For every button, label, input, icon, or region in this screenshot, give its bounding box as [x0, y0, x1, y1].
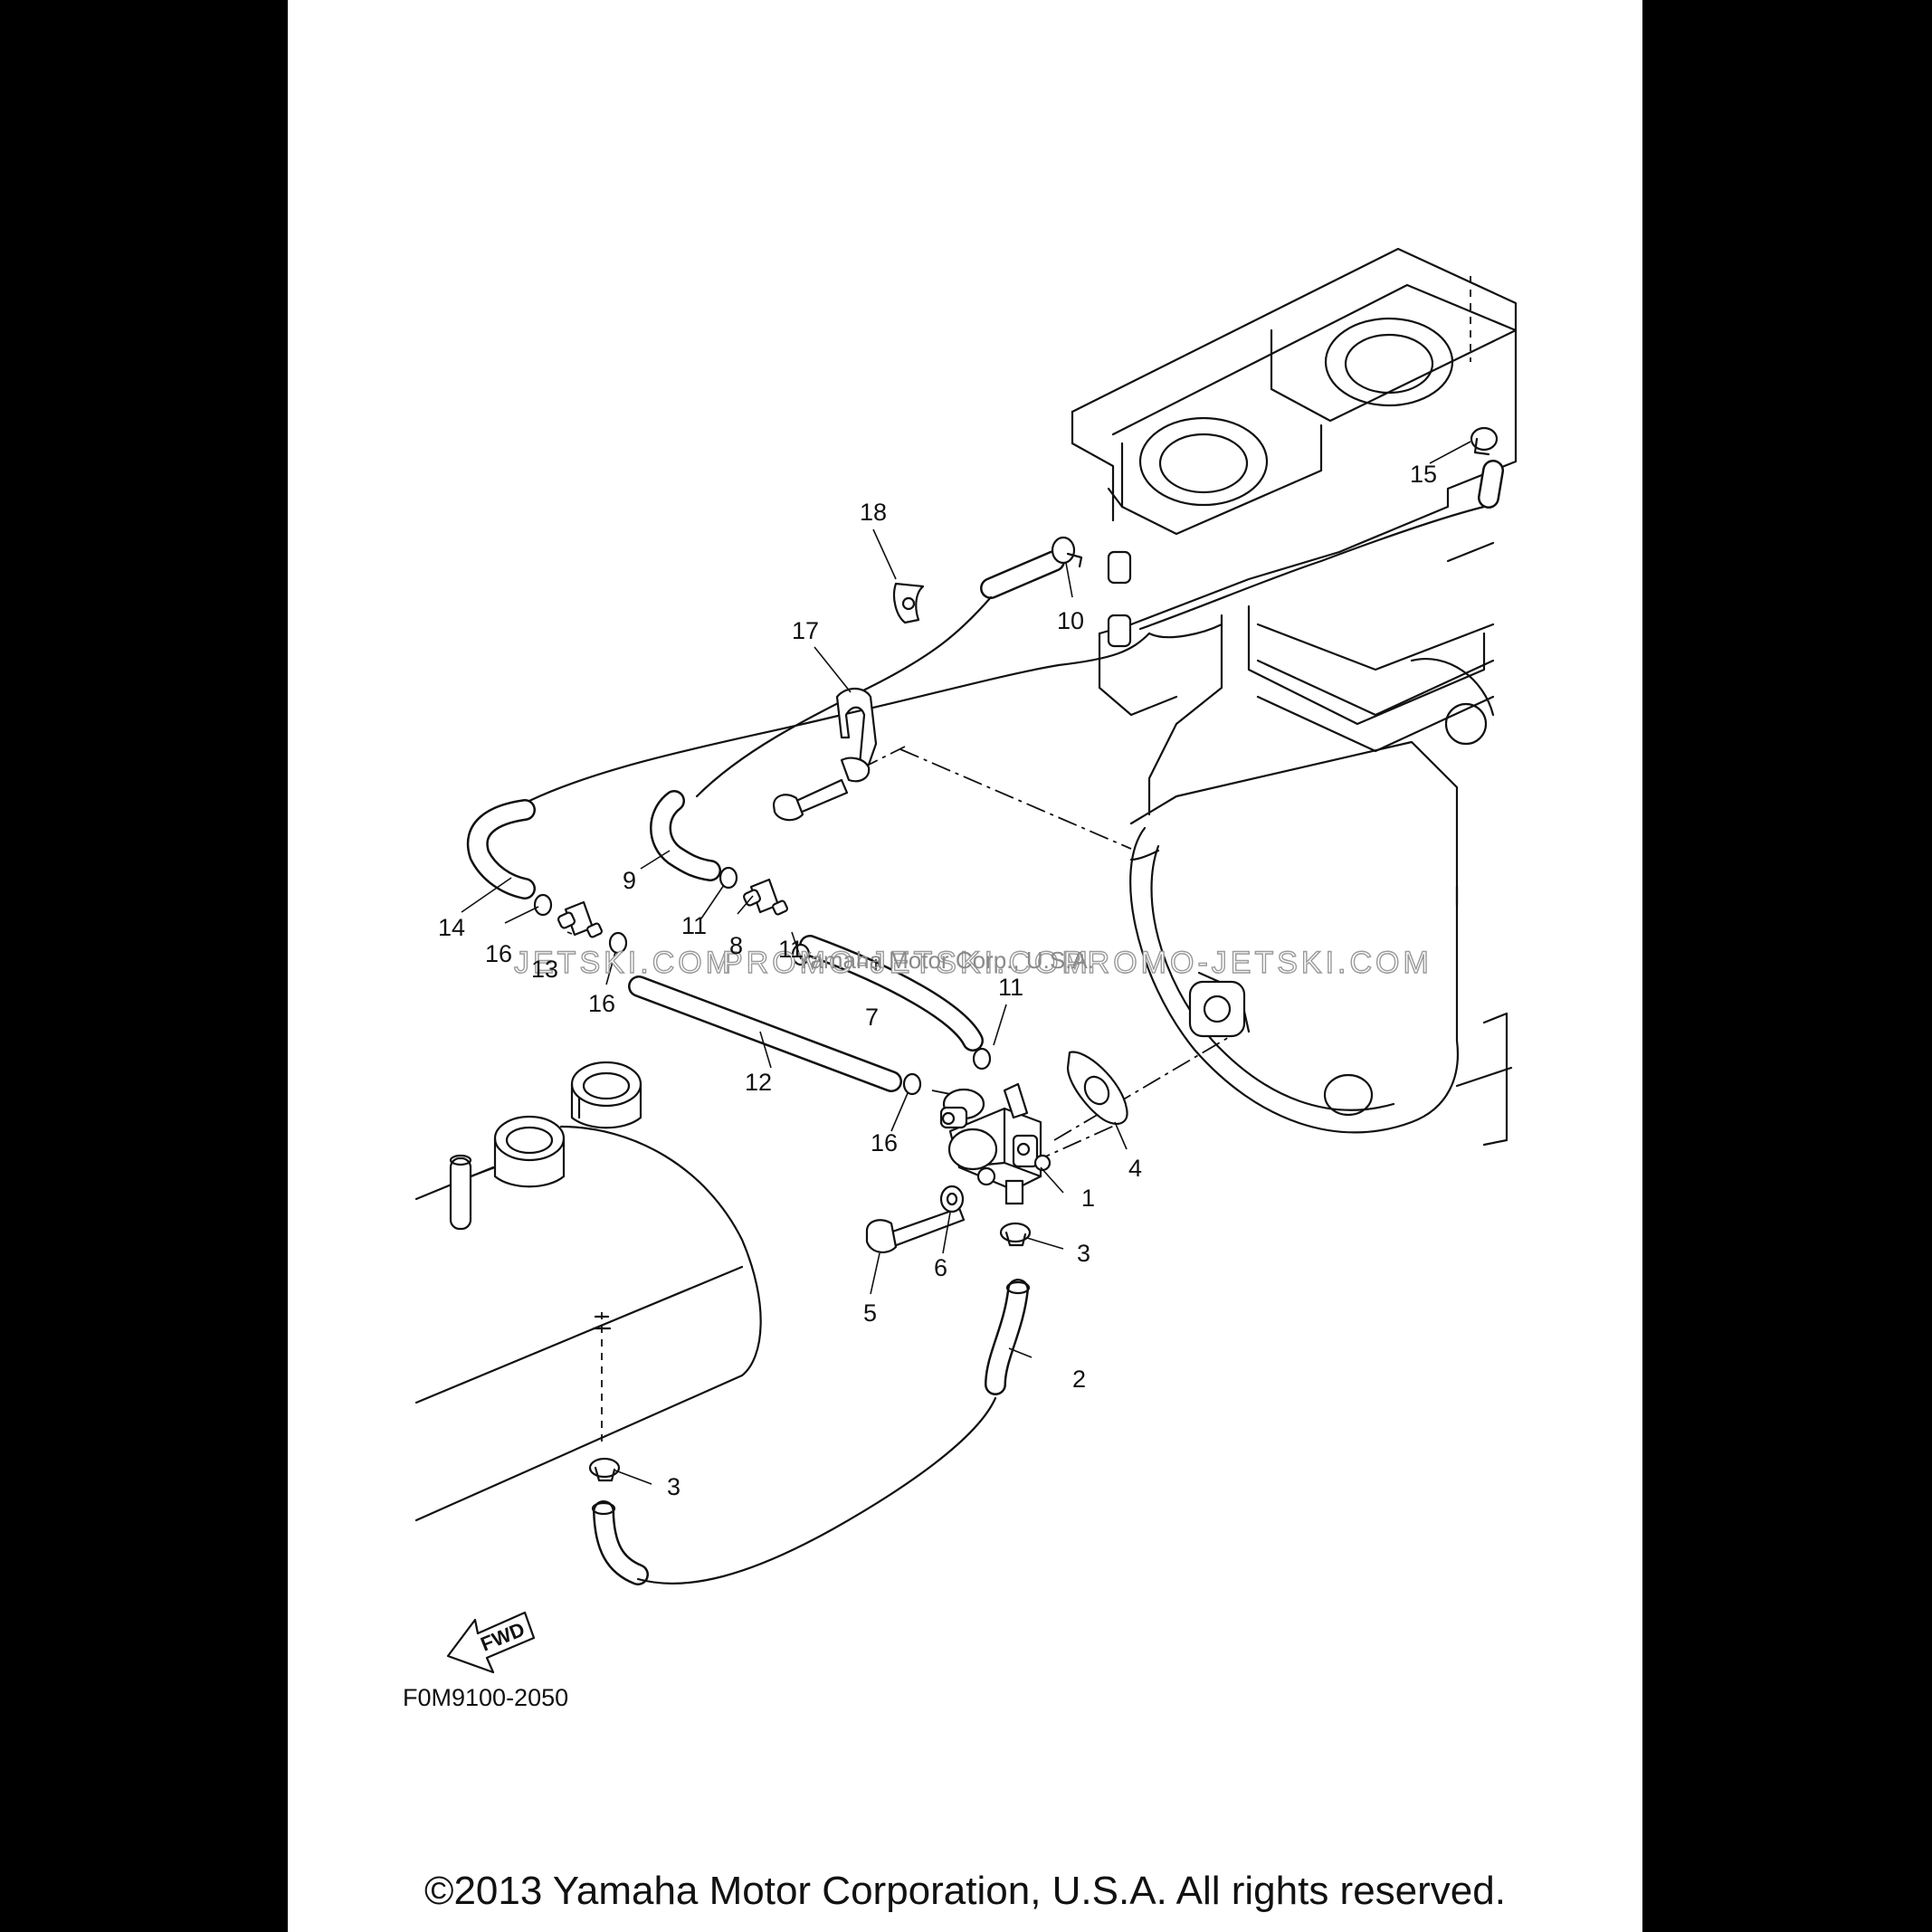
callout-11-left: 11: [681, 912, 707, 939]
hose-15: [1478, 460, 1504, 509]
hose-9: [650, 790, 721, 881]
callout-10: 10: [1057, 607, 1084, 634]
hose-2: [985, 1279, 1031, 1395]
small-parts: [533, 426, 1499, 1482]
callout-11-right: 11: [998, 974, 1023, 1001]
callout-5: 5: [863, 1299, 877, 1327]
callout-18: 18: [860, 499, 887, 526]
leader-lines: [461, 441, 1471, 1485]
callout-3-upper: 3: [1077, 1240, 1090, 1267]
forward-direction-arrow: FWD: [446, 1611, 536, 1674]
callout-17: 17: [792, 617, 819, 644]
callout-1: 1: [1081, 1185, 1095, 1212]
callout-6: 6: [934, 1254, 947, 1281]
callout-12: 12: [745, 1069, 772, 1096]
callout-9: 9: [623, 867, 636, 894]
hose-12: [628, 976, 902, 1092]
callout-16-right: 16: [871, 1129, 898, 1156]
callout-16-middle: 16: [588, 990, 615, 1017]
hose-10: [980, 550, 1065, 599]
callout-8: 8: [729, 932, 743, 959]
callout-16-left: 16: [485, 940, 512, 967]
hose-routing: [528, 505, 1486, 1585]
watermark-owner: Yamaha Motor Corp., U.S.A.: [796, 947, 1094, 974]
fuel-tank: [414, 1061, 762, 1522]
callout-7: 7: [865, 1004, 879, 1031]
hose-7: [799, 935, 984, 1052]
callout-2: 2: [1072, 1366, 1086, 1393]
watermark-right: PROMO-JETSKI.COM: [1063, 946, 1432, 980]
copyright-notice: ©2013 Yamaha Motor Corporation, U.S.A. A…: [424, 1869, 1506, 1913]
callout-3-lower: 3: [667, 1473, 680, 1500]
watermark: JETSKI.COM PROMO-JETSKI.COM PROMO-JETSKI…: [513, 945, 1432, 980]
callout-13: 13: [531, 956, 558, 983]
hose-lower: [591, 1500, 649, 1585]
hose-14: [467, 799, 536, 899]
callout-15: 15: [1410, 461, 1437, 488]
callout-11-middle: 11: [778, 936, 804, 963]
callout-numbers: 1 2 3 3 4 5 6 7 8 9 10 11 11 11 12 13 14…: [438, 461, 1437, 1500]
watermark-center: PROMO-JETSKI.COM: [722, 946, 1091, 980]
engine-block: [1071, 247, 1518, 1147]
fuel-cock: [939, 1082, 1052, 1205]
watermark-left: JETSKI.COM: [514, 946, 735, 980]
drawing-code: F0M9100-2050: [403, 1684, 568, 1711]
callout-4: 4: [1128, 1155, 1142, 1182]
callout-14: 14: [438, 914, 465, 941]
